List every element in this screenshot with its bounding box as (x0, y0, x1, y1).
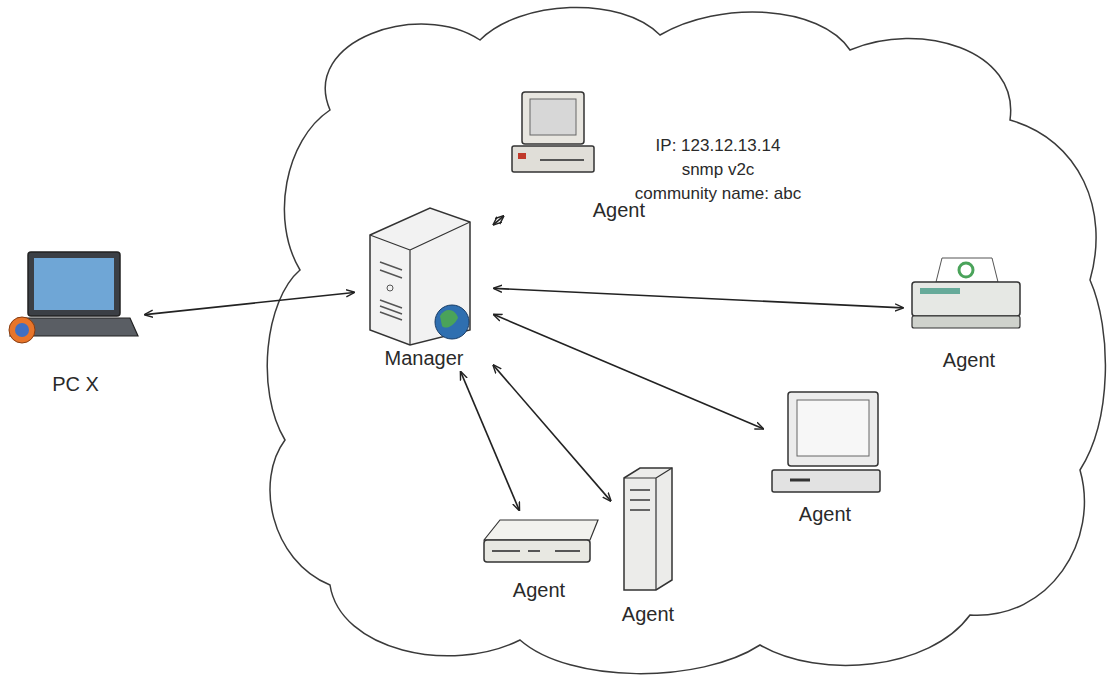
server-icon (370, 208, 470, 345)
node-label-holder: Agent (505, 199, 645, 222)
node-label-holder: Manager (356, 347, 492, 370)
agent-config-note: IP: 123.12.13.14 (656, 136, 781, 156)
link-arrow (145, 292, 354, 314)
laptop-icon (9, 252, 138, 343)
link-arrow (461, 372, 519, 510)
node-label: Agent (943, 349, 995, 371)
node-label: Agent (622, 603, 674, 625)
link-arrow (494, 288, 903, 308)
agent-node: Agent (476, 512, 602, 602)
node-label: Agent (513, 579, 565, 601)
node-label: Manager (385, 347, 464, 369)
agent-node: Agent (612, 462, 684, 626)
monitor-icon (772, 392, 880, 492)
pc-node: PC X (8, 248, 143, 396)
switch-icon (484, 520, 598, 562)
node-label: PC X (52, 373, 99, 395)
agent-node: Agent (505, 86, 645, 222)
node-label-holder: Agent (905, 349, 1033, 372)
node-label-holder: PC X (8, 373, 143, 396)
printer-icon (912, 258, 1020, 328)
node-label-holder: Agent (612, 603, 684, 626)
link-arrow (494, 216, 504, 225)
agent-config-note: community name: abc (635, 184, 801, 204)
node-label: Agent (799, 503, 851, 525)
node-label-holder: Agent (765, 503, 885, 526)
agent-node: Agent (905, 250, 1033, 372)
node-label-holder: Agent (476, 579, 602, 602)
desktop-icon (512, 92, 594, 172)
network-cloud (267, 7, 1105, 673)
tower-icon (624, 468, 672, 590)
agent-config-note: snmp v2c (682, 160, 755, 180)
link-arrow (493, 365, 610, 501)
manager-node: Manager (356, 200, 492, 370)
agent-node: Agent (765, 384, 885, 526)
